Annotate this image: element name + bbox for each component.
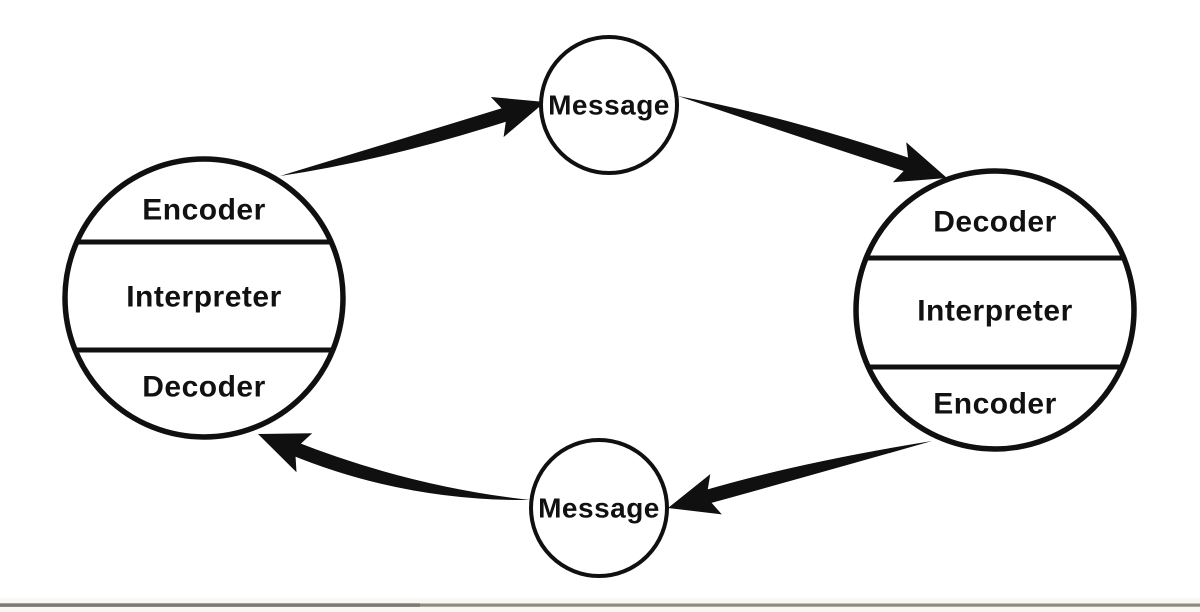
right-node-section-label: Encoder xyxy=(933,388,1057,421)
arrow-right-to-bottom-message xyxy=(668,441,932,515)
top-message-node: Message xyxy=(539,35,679,175)
bottom-baseline xyxy=(0,598,1200,612)
left-node-section-label: Encoder xyxy=(142,194,266,227)
top-message-label: Message xyxy=(548,90,670,121)
bottom-message-circle xyxy=(529,438,669,578)
left-node-section-label: Decoder xyxy=(142,371,266,404)
arrowhead-icon xyxy=(258,433,313,473)
baseline-rule xyxy=(0,603,1200,607)
right-node-circle xyxy=(853,168,1137,452)
arrow-bottom-message-to-left xyxy=(258,433,530,501)
arrow-top-message-to-right xyxy=(678,96,947,183)
bottom-message-label: Message xyxy=(538,493,660,524)
top-message-circle xyxy=(539,35,679,175)
arrowhead-icon xyxy=(490,97,545,138)
arrowhead-icon xyxy=(668,474,722,515)
left-node-circle xyxy=(62,156,346,440)
arrow-left-to-top-message xyxy=(280,97,545,176)
arrow-body xyxy=(280,106,513,176)
left-node-section-label: Interpreter xyxy=(126,281,282,314)
right-node-section-label: Interpreter xyxy=(917,295,1073,328)
baseline-rule-dark-left xyxy=(0,603,420,607)
arrow-body xyxy=(288,441,530,501)
arrowhead-icon xyxy=(892,142,947,183)
right-node-section-label: Decoder xyxy=(933,206,1057,239)
arrow-body xyxy=(678,96,915,174)
bottom-message-node: Message xyxy=(529,438,669,578)
arrow-body xyxy=(700,441,932,505)
left-participant-node: Encoder Interpreter Decoder xyxy=(62,156,346,440)
right-participant-node: Decoder Interpreter Encoder xyxy=(853,168,1137,452)
